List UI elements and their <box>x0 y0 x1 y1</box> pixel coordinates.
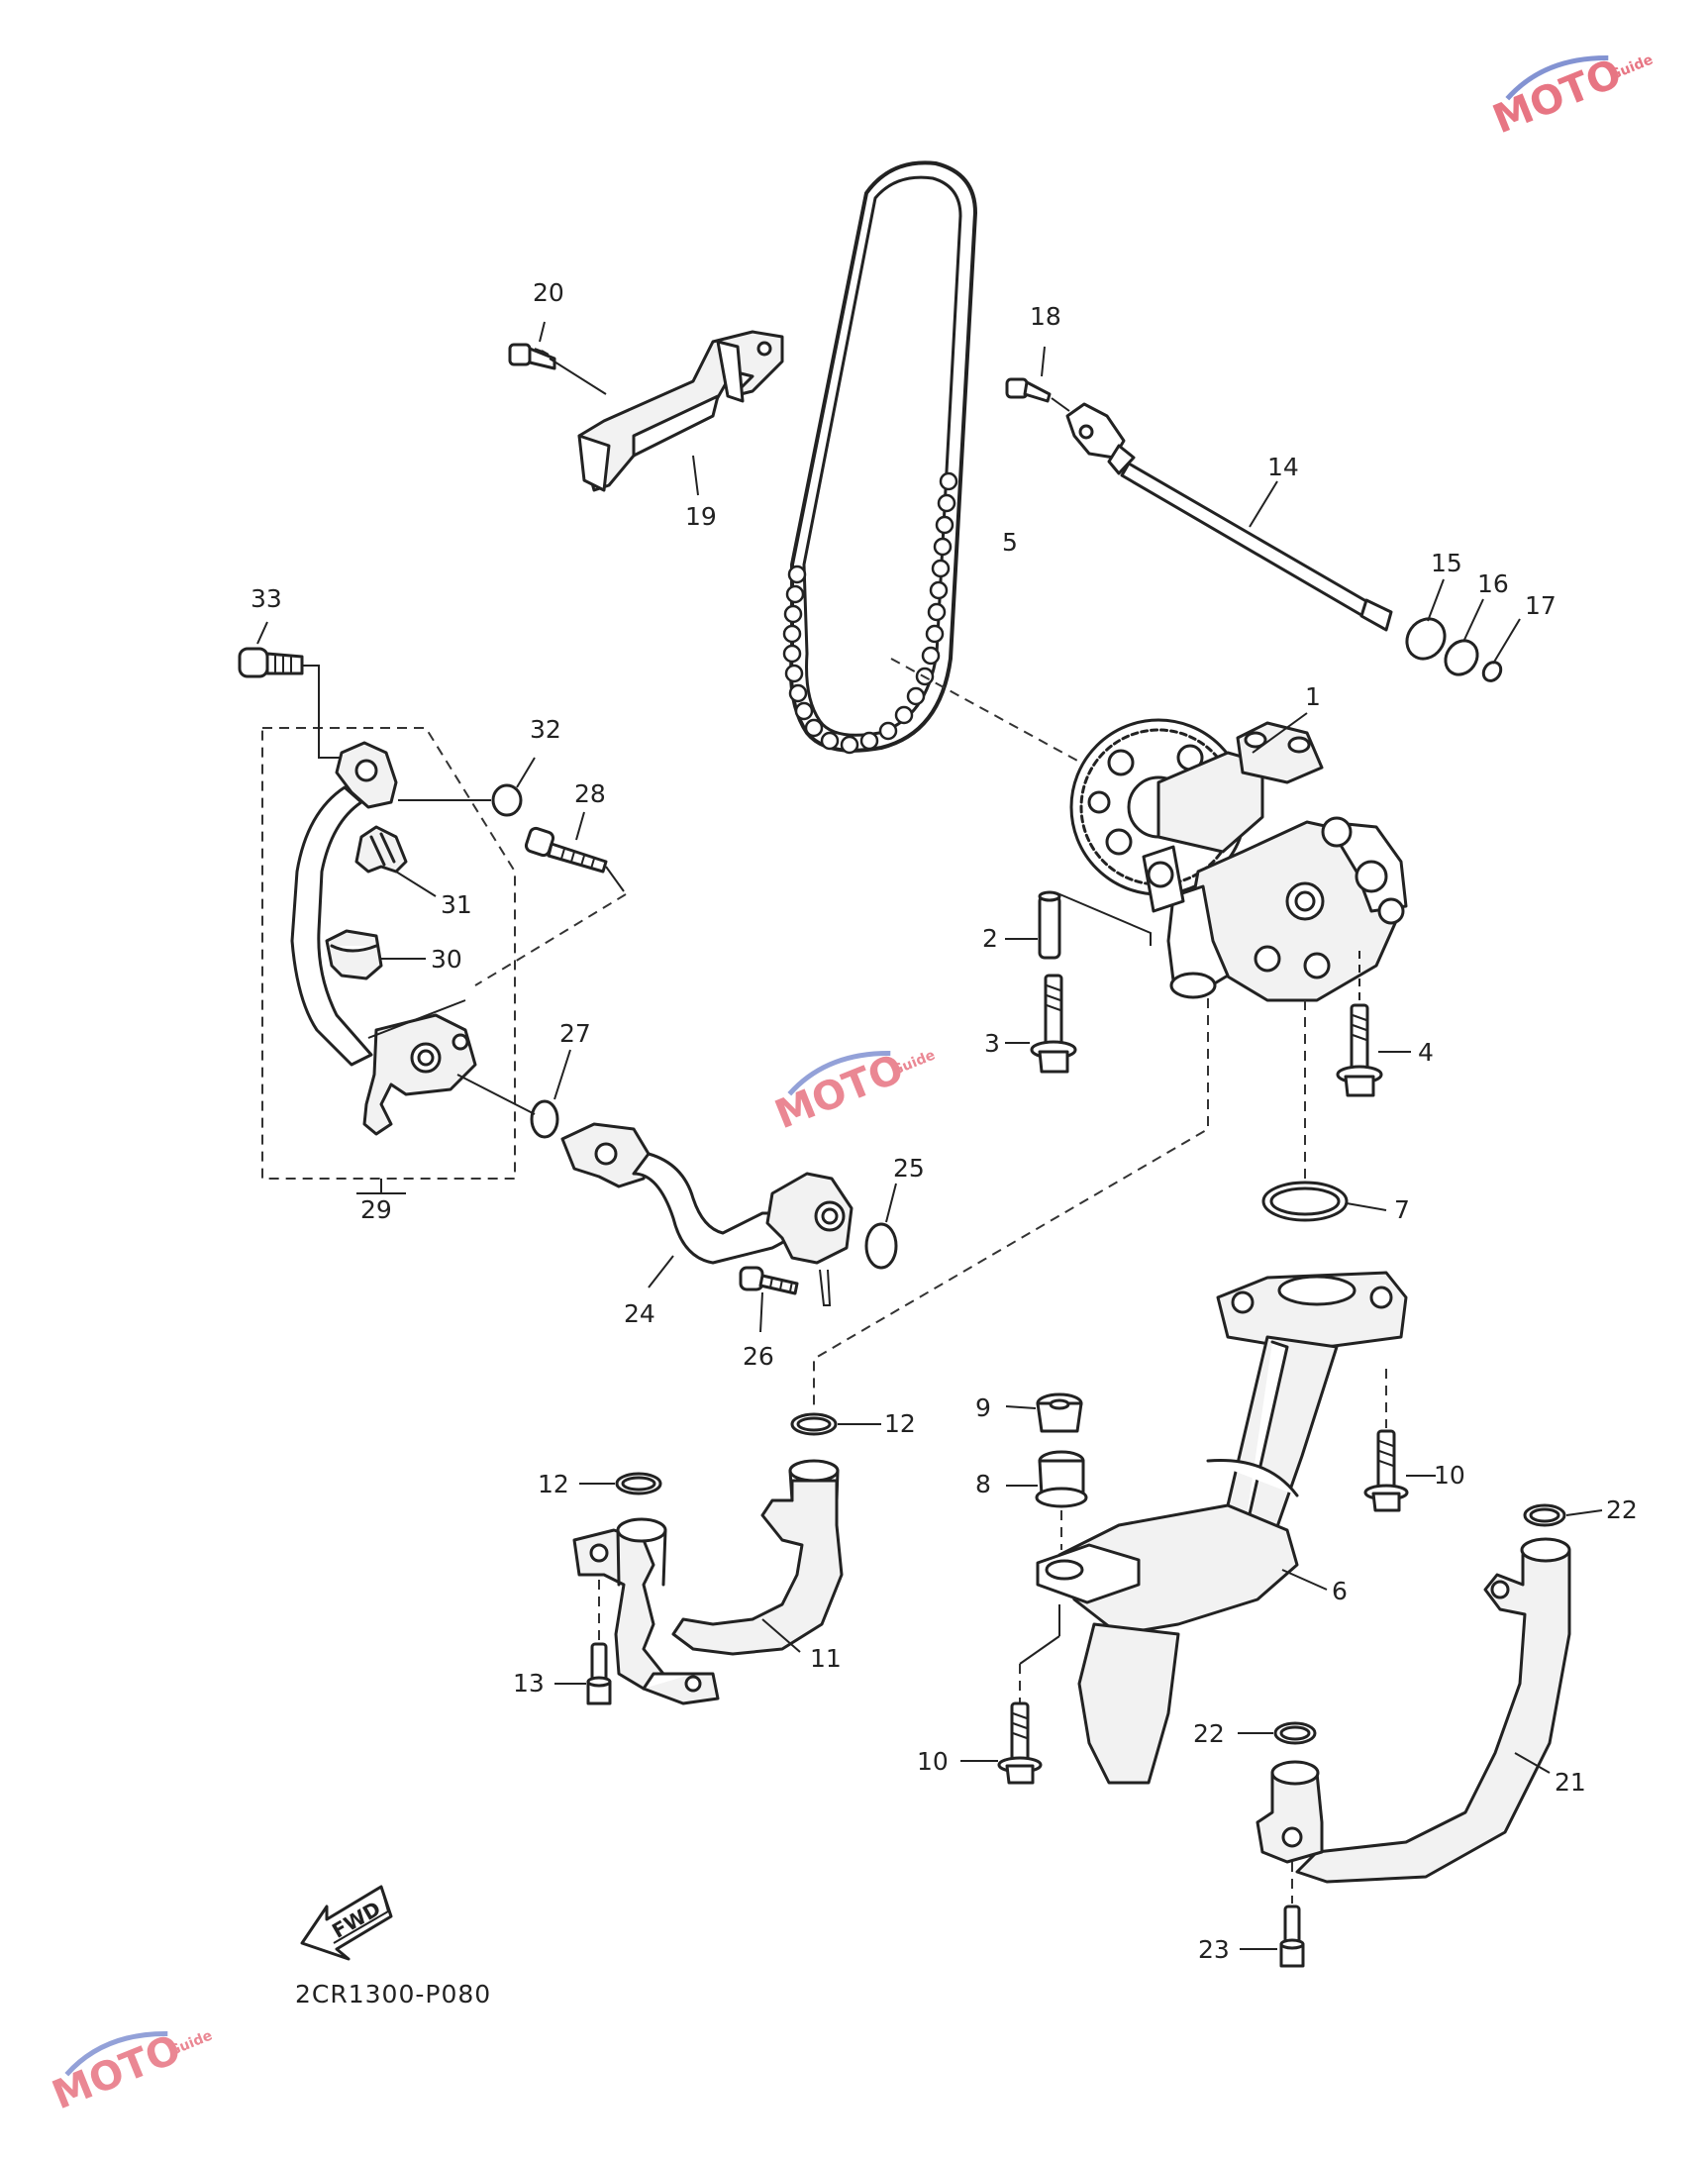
part-13-bolt <box>554 1580 612 1705</box>
callout-4: 4 <box>1418 1038 1434 1067</box>
callout-3: 3 <box>984 1029 1000 1058</box>
part-14-rod-and-18-bolt <box>1005 346 1393 632</box>
callout-18: 18 <box>1030 302 1061 331</box>
watermark-sub-text: Guide <box>889 1047 937 1079</box>
callout-2: 2 <box>982 924 998 953</box>
callout-5: 5 <box>1002 528 1018 557</box>
callout-16: 16 <box>1477 569 1509 598</box>
callout-1: 1 <box>1305 682 1321 711</box>
part-6-oil-strainer <box>1019 1271 1408 1785</box>
callout-23: 23 <box>1198 1935 1230 1964</box>
part-23-bolt <box>1240 1862 1305 1968</box>
callout-32: 32 <box>530 715 561 744</box>
watermark-logo-top-right: MOTO Guide <box>1487 51 1656 143</box>
callout-17: 17 <box>1525 591 1557 620</box>
watermark-logo-bottom-left: MOTO Guide <box>47 2026 215 2118</box>
part-22-o-ring-upper <box>1523 1503 1603 1527</box>
callout-9: 9 <box>975 1393 991 1422</box>
part-1-oil-pump <box>1069 712 1408 1002</box>
part-11-oil-pipe <box>572 1459 844 1705</box>
callout-30: 30 <box>431 945 462 974</box>
callout-27: 27 <box>559 1019 591 1048</box>
callout-20: 20 <box>533 278 564 307</box>
callout-7: 7 <box>1394 1195 1410 1224</box>
part-19-chain-guide-bracket <box>577 330 784 496</box>
part-25-o-ring <box>864 1183 898 1270</box>
watermark-sub-text: Guide <box>1607 52 1655 83</box>
callout-8: 8 <box>975 1470 991 1498</box>
callout-6: 6 <box>1332 1577 1348 1605</box>
part-9-collar <box>1005 1392 1083 1433</box>
part-5-chain <box>782 160 1100 773</box>
part-26-bolt <box>739 1266 799 1333</box>
part-21-oil-pipe <box>1256 1537 1571 1884</box>
callout-13: 13 <box>513 1669 545 1698</box>
callout-12-left: 12 <box>538 1470 569 1498</box>
part-22-o-ring-lower <box>1238 1721 1317 1745</box>
part-29-pipe <box>290 741 477 1136</box>
part-29-assembly-box <box>261 727 516 1194</box>
part-12-o-ring-left <box>579 1472 662 1495</box>
part-10-bolt-upper <box>1363 1369 1436 1512</box>
part-3-bolt <box>1005 974 1077 1074</box>
callout-29: 29 <box>360 1195 392 1224</box>
fwd-arrow-icon: FWD <box>300 1885 393 1961</box>
watermark-sub-text: Guide <box>166 2027 214 2059</box>
callout-22-lower: 22 <box>1193 1719 1225 1748</box>
parts-15-16-17-o-rings <box>1405 578 1521 682</box>
callout-11: 11 <box>810 1644 842 1673</box>
part-28-bolt <box>474 811 627 986</box>
callout-14: 14 <box>1267 453 1299 481</box>
callout-21: 21 <box>1555 1768 1586 1797</box>
callout-25: 25 <box>893 1154 925 1183</box>
callout-31: 31 <box>441 890 472 919</box>
part-33-bolt <box>238 621 342 759</box>
part-7-o-ring <box>1261 1000 1387 1222</box>
callout-28: 28 <box>574 779 606 808</box>
part-2-dowel-pin <box>1005 890 1152 960</box>
callout-15: 15 <box>1431 549 1462 577</box>
part-32-o-ring <box>398 757 536 817</box>
part-24-oil-pipe <box>560 1122 854 1306</box>
part-8-damper <box>1006 1450 1088 1550</box>
callout-22-upper: 22 <box>1606 1495 1638 1524</box>
part-10-bolt-lower <box>960 1701 1043 1785</box>
part-12-o-ring-upper <box>790 1412 881 1436</box>
callout-24: 24 <box>624 1299 655 1328</box>
part-20-bolt <box>508 321 607 395</box>
part-30-clamp <box>325 929 426 980</box>
callout-10-lower: 10 <box>917 1747 949 1776</box>
callout-12-upper: 12 <box>884 1409 916 1438</box>
part-31-clamp <box>354 825 437 897</box>
callout-26: 26 <box>743 1342 774 1371</box>
callout-19: 19 <box>685 502 717 531</box>
part-4-bolt <box>1336 951 1411 1097</box>
diagram-code: 2CR1300-P080 <box>295 1980 491 2009</box>
callout-10-upper: 10 <box>1434 1461 1465 1490</box>
callout-labels: 1 2 3 4 5 6 7 8 9 10 10 11 12 12 13 14 1… <box>251 278 1638 1964</box>
callout-33: 33 <box>251 584 282 613</box>
part-27-o-ring <box>456 1049 571 1139</box>
watermark-logo-center: MOTO Guide <box>769 1046 938 1138</box>
